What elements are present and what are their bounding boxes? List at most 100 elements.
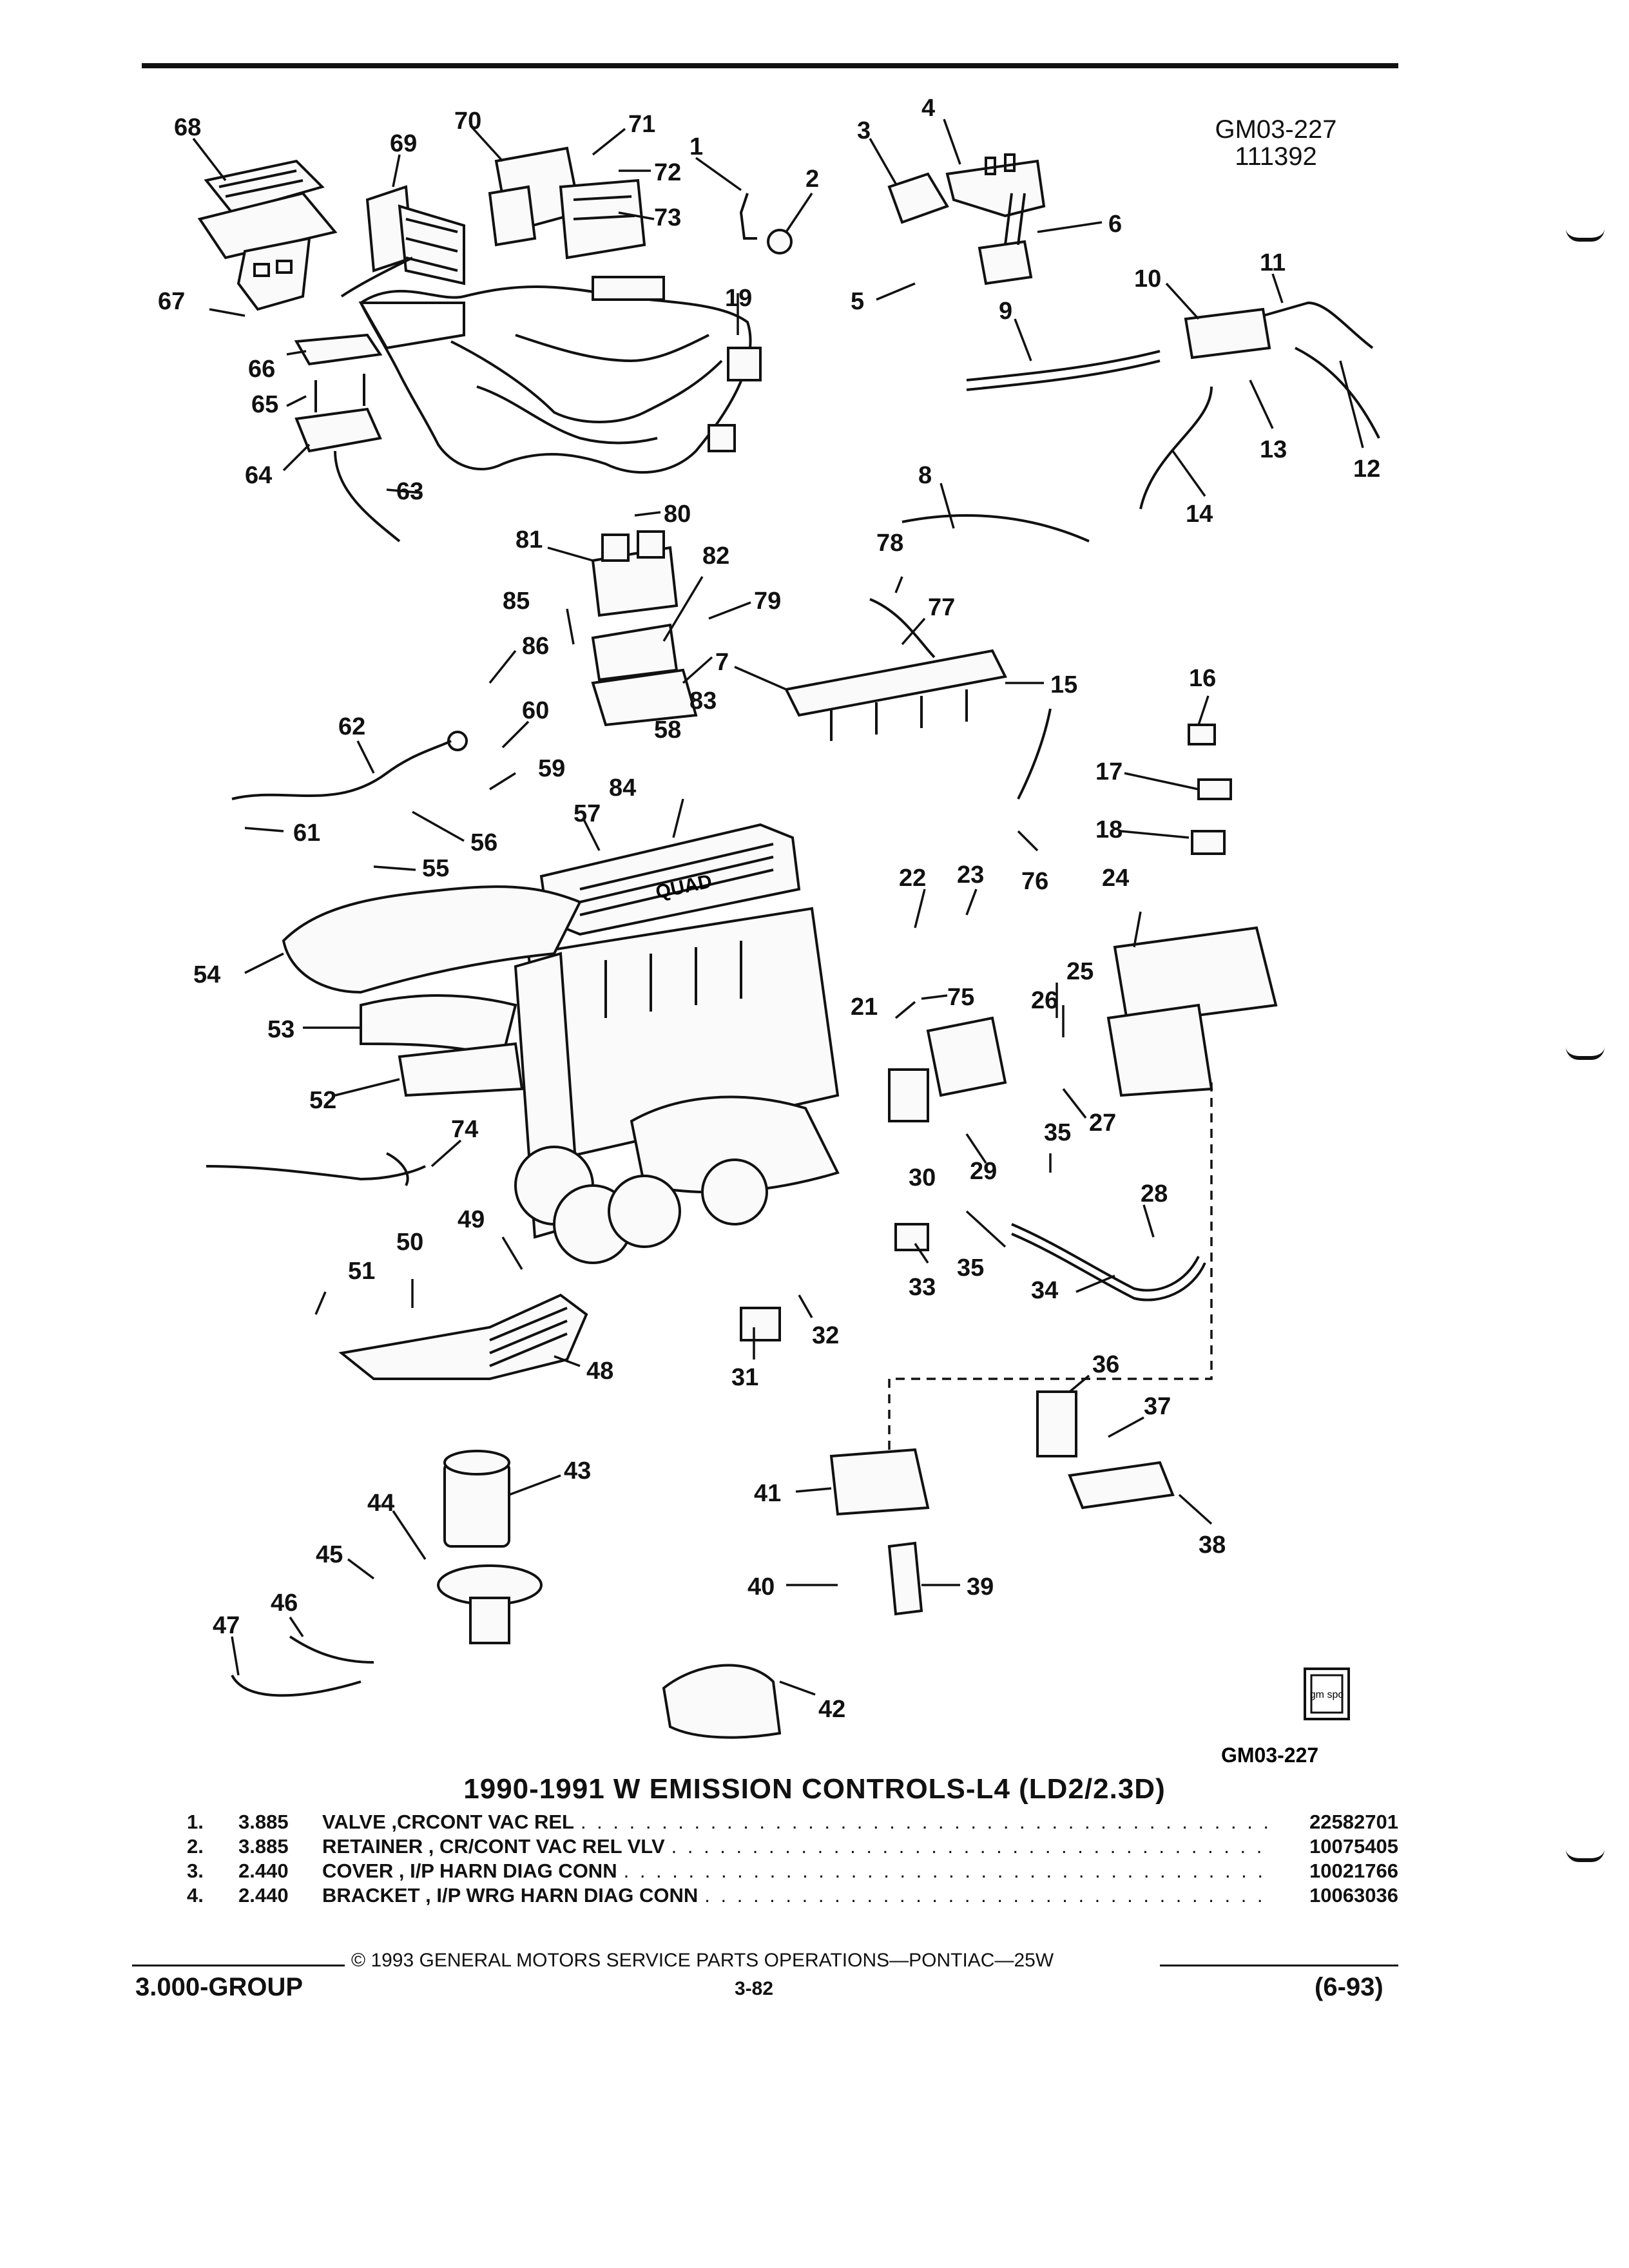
callout-64: 64 — [245, 462, 272, 489]
callout-71: 71 — [628, 111, 655, 138]
callout-11: 11 — [1260, 249, 1286, 276]
callout-78: 78 — [876, 530, 903, 557]
callout-47: 47 — [213, 1612, 240, 1639]
filter-43 — [443, 1450, 510, 1548]
callout-51: 51 — [348, 1258, 375, 1285]
callout-25: 25 — [1066, 958, 1094, 985]
part-number-index: 1. — [187, 1811, 204, 1833]
engine-assembly — [514, 823, 840, 1264]
part-description: BRACKET , I/P WRG HARN DIAG CONN — [322, 1884, 699, 1907]
diagnostic-connector-bracket-68 — [197, 159, 338, 311]
callout-55: 55 — [422, 855, 449, 882]
callout-6: 6 — [1108, 211, 1122, 238]
callout-44: 44 — [367, 1490, 394, 1517]
callout-75: 75 — [947, 984, 974, 1011]
callout-60: 60 — [522, 697, 549, 724]
callout-81: 81 — [516, 526, 543, 553]
leader-dots: . . . . . . . . . . . . . . . . . . . . … — [704, 1884, 1269, 1907]
leader-dots: . . . . . . . . . . . . . . . . . . . . … — [671, 1835, 1269, 1858]
diagram-code: GM03-227 — [1215, 115, 1337, 144]
callout-62: 62 — [338, 713, 365, 740]
binding-mark — [1566, 1849, 1605, 1862]
callout-31: 31 — [731, 1364, 758, 1391]
o2-sensor-62 — [231, 731, 468, 800]
vacuum-switch-81-83 — [591, 530, 698, 727]
callout-43: 43 — [564, 1457, 591, 1485]
callout-76: 76 — [1021, 868, 1048, 895]
callout-59: 59 — [538, 755, 565, 782]
top-rule — [142, 63, 1398, 68]
callout-38: 38 — [1199, 1532, 1226, 1559]
plate-39 — [887, 1541, 923, 1616]
callout-35: 35 — [957, 1254, 984, 1282]
part-group: 2.440 — [238, 1860, 289, 1882]
callout-28: 28 — [1141, 1180, 1168, 1207]
part-group: 3.885 — [238, 1835, 289, 1858]
callout-12: 12 — [1353, 456, 1380, 483]
fitting-38 — [1036, 1390, 1175, 1510]
callout-73: 73 — [654, 204, 681, 231]
callout-48: 48 — [586, 1358, 613, 1385]
callout-68: 68 — [174, 114, 201, 141]
callout-40: 40 — [747, 1573, 775, 1600]
callout-61: 61 — [293, 820, 320, 847]
callout-53: 53 — [267, 1016, 294, 1043]
callout-65: 65 — [251, 391, 278, 418]
callout-17: 17 — [1095, 758, 1123, 785]
sensor-33 — [894, 1223, 929, 1251]
callout-84: 84 — [609, 774, 636, 802]
parts-list: 1. 3.885 VALVE ,CRCONT VAC REL . . . . .… — [187, 1811, 1398, 1908]
parts-row: 3. 2.440 COVER , I/P HARN DIAG CONN . . … — [187, 1860, 1398, 1884]
copyright-notice: © 1993 GENERAL MOTORS SERVICE PARTS OPER… — [351, 1950, 1054, 1971]
callout-86: 86 — [522, 633, 549, 660]
callout-30: 30 — [909, 1164, 936, 1191]
control-module-70 — [488, 146, 646, 260]
throttle-body-parts — [888, 926, 1278, 1122]
callout-1: 1 — [689, 133, 703, 160]
tube-74 — [206, 1152, 426, 1186]
callout-37: 37 — [1144, 1393, 1171, 1420]
callout-27: 27 — [1089, 1110, 1116, 1137]
module-66 — [294, 333, 383, 366]
housing-42 — [662, 1664, 782, 1739]
footer-rule-left — [132, 1965, 345, 1966]
part-group: 2.440 — [238, 1884, 289, 1907]
footer-rule-right — [1160, 1965, 1398, 1966]
part-number: 22582701 — [1309, 1811, 1398, 1833]
callout-24: 24 — [1102, 865, 1129, 892]
part-number-index: 4. — [187, 1884, 204, 1907]
callout-labels: 1 2 3 4 5 6 7 8 9 10 11 12 13 14 15 16 1… — [158, 95, 1380, 1723]
callout-85: 85 — [503, 588, 530, 615]
callout-77: 77 — [928, 594, 955, 621]
callout-33: 33 — [909, 1274, 936, 1301]
exploded-parts-diagram: 1 2 3 4 5 6 7 8 9 10 11 12 13 14 15 16 1… — [158, 95, 1380, 1767]
valve-6 — [978, 193, 1033, 285]
callout-36: 36 — [1092, 1351, 1119, 1378]
egr-tube-34 — [1011, 1223, 1206, 1302]
fuse-relay-block-69 — [365, 185, 465, 285]
binding-mark — [1566, 1047, 1605, 1060]
callout-23: 23 — [957, 861, 984, 889]
parts-row: 4. 2.440 BRACKET , I/P WRG HARN DIAG CON… — [187, 1884, 1398, 1908]
canister-hoses-9-14 — [901, 301, 1380, 543]
diagram-date-code: 111392 — [1235, 142, 1317, 171]
part-number: 10063036 — [1309, 1884, 1398, 1907]
callout-42: 42 — [818, 1696, 845, 1723]
parts-row: 1. 3.885 VALVE ,CRCONT VAC REL . . . . .… — [187, 1811, 1398, 1835]
callout-15: 15 — [1050, 671, 1077, 698]
part-number-index: 2. — [187, 1835, 204, 1858]
parts-row: 2. 3.885 RETAINER , CR/CONT VAC REL VLV … — [187, 1835, 1398, 1860]
callout-46: 46 — [271, 1590, 298, 1617]
callout-63: 63 — [396, 478, 423, 505]
hoses-46-47 — [231, 1635, 374, 1697]
binding-mark — [1566, 229, 1605, 242]
part-number-index: 3. — [187, 1860, 204, 1882]
callout-22: 22 — [899, 865, 926, 892]
part-description: VALVE ,CRCONT VAC REL — [322, 1811, 574, 1833]
callout-2: 2 — [805, 166, 819, 193]
leader-lines — [192, 119, 1364, 1696]
callout-7: 7 — [715, 649, 729, 676]
callout-32: 32 — [812, 1322, 839, 1349]
gm-spo-logo: gm spo — [1304, 1667, 1350, 1720]
callout-26: 26 — [1031, 987, 1058, 1014]
